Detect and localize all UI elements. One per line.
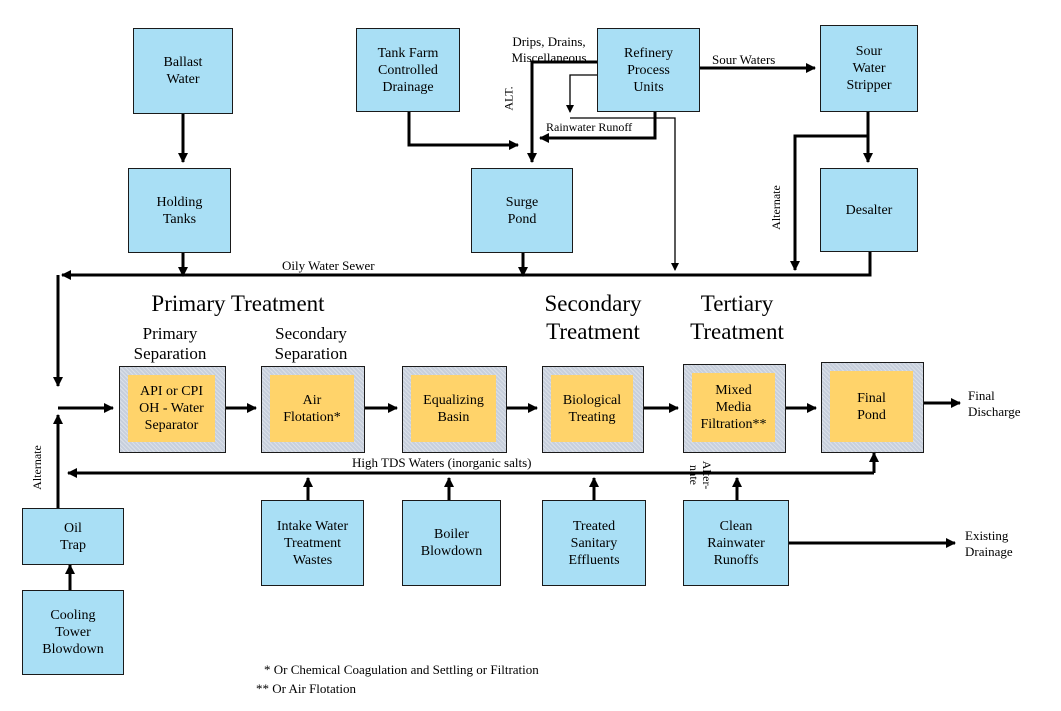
cooling-tower-label: Cooling Tower Blowdown — [42, 608, 104, 657]
clean-rainwater-label: Clean Rainwater Runoffs — [707, 518, 765, 568]
alternate-bottom-label: Alter- nate — [687, 460, 715, 490]
equalizing-basin-label: Equalizing Basin — [423, 392, 484, 425]
biological-treating-box: Biological Treating — [542, 366, 644, 453]
clean-rainwater-box: Clean Rainwater Runoffs — [683, 500, 789, 586]
sour-water-stripper-box: Sour Water Stripper — [820, 25, 918, 112]
tertiary-treatment-heading: Tertiary Treatment — [690, 291, 784, 344]
api-separator-box: API or CPI OH - Water Separator — [119, 366, 226, 453]
secondary-treatment-heading: Secondary Treatment — [544, 291, 642, 344]
cooling-tower-box: Cooling Tower Blowdown — [22, 590, 124, 675]
sour-waters-label: Sour Waters — [712, 52, 776, 67]
final-pond-box: Final Pond — [821, 362, 924, 453]
ballast-water-box: Ballast Water — [133, 28, 233, 114]
ballast-water-label: Ballast Water — [163, 55, 203, 87]
final-pond-label: Final Pond — [857, 390, 886, 423]
high-tds-label: High TDS Waters (inorganic salts) — [352, 455, 532, 470]
arrow-runoff-to-surge — [539, 112, 657, 143]
alternate-right-label: Alternate — [768, 185, 783, 230]
arrow-drips-to-surge — [527, 60, 597, 163]
sour-water-stripper-label: Sour Water Stripper — [846, 44, 892, 93]
line-desalter-to-sewer — [800, 252, 872, 277]
desalter-label: Desalter — [845, 202, 893, 218]
tank-farm-box: Tank Farm Controlled Drainage — [356, 28, 460, 112]
air-flotation-box: Air Flotation* — [261, 366, 365, 453]
alt-label: ALT. — [501, 86, 516, 111]
primary-treatment-heading: Primary Treatment — [151, 291, 325, 316]
boiler-blowdown-box: Boiler Blowdown — [402, 500, 501, 586]
air-flotation-label: Air Flotation* — [283, 392, 341, 425]
surge-pond-label: Surge Pond — [505, 194, 539, 227]
treated-sanitary-box: Treated Sanitary Effluents — [542, 500, 646, 586]
desalter-box: Desalter — [820, 168, 918, 252]
alternate-left-label: Alternate — [29, 445, 44, 490]
treated-sanitary-label: Treated Sanitary Effluents — [568, 518, 620, 568]
equalizing-basin-box: Equalizing Basin — [402, 366, 507, 453]
refinery-units-box: Refinery Process Units — [597, 28, 700, 112]
oil-trap-label: Oil Trap — [60, 520, 86, 553]
oily-water-sewer-label: Oily Water Sewer — [282, 258, 375, 273]
existing-drainage-label: Existing Drainage — [965, 528, 1013, 559]
boiler-blowdown-label: Boiler Blowdown — [420, 527, 483, 559]
biological-treating-label: Biological Treating — [562, 392, 622, 425]
footnote-1: * Or Chemical Coagulation and Settling o… — [264, 662, 539, 677]
refinery-units-label: Refinery Process Units — [624, 45, 673, 95]
intake-water-box: Intake Water Treatment Wastes — [261, 500, 364, 586]
rainwater-runoff-label: Rainwater Runoff — [546, 120, 633, 134]
holding-tanks-label: Holding Tanks — [156, 194, 203, 227]
mixed-media-label: Mixed Media Filtration** — [700, 383, 767, 432]
secondary-separation-heading: Secondary Separation — [274, 324, 348, 364]
api-separator-label: API or CPI OH - Water Separator — [139, 384, 204, 433]
surge-pond-box: Surge Pond — [471, 168, 573, 253]
drips-label: Drips, Drains, Miscellaneous — [511, 34, 587, 65]
intake-water-label: Intake Water Treatment Wastes — [276, 518, 349, 568]
mixed-media-box: Mixed Media Filtration** — [683, 364, 786, 453]
final-discharge-label: Final Discharge — [968, 388, 1021, 419]
arrow-refinery-thin — [566, 74, 597, 113]
arrow-refinery-to-sewer — [570, 117, 679, 271]
arrow-tankfarm-to-surge — [407, 112, 519, 150]
primary-separation-heading: Primary Separation — [133, 324, 207, 364]
arrow-stripper-alternate — [790, 134, 868, 271]
holding-tanks-box: Holding Tanks — [128, 168, 231, 253]
tank-farm-label: Tank Farm Controlled Drainage — [377, 45, 439, 95]
footnote-2: ** Or Air Flotation — [256, 681, 357, 696]
oil-trap-box: Oil Trap — [22, 508, 124, 565]
